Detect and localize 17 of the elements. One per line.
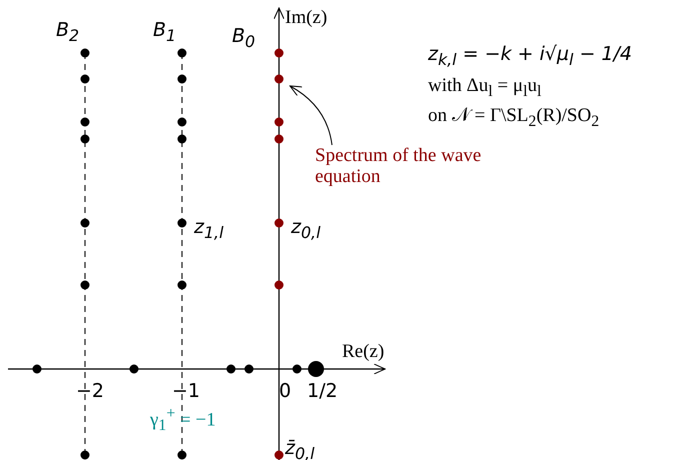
formula-text: on 𝒩 = Γ\SL$_{2}$(R)/SO$_{2}$ [428,106,600,130]
point-label: z$_{1,l}$ [194,217,224,242]
formula-text: z$_{k,l}$ = −k + i√μ$_{l}$ − 1/4 [428,44,632,68]
formula-text: with Δu$_{l}$ = μ$_{l}$u$_{l}$ [428,76,542,100]
tick-label: 0 [279,381,292,402]
band-label: B$_{1}$ [153,20,176,44]
spectrum-point [274,74,284,84]
point-label: z$_{0,l}$ [291,217,320,242]
annotation-text: Spectrum of the wave equation [315,146,530,188]
tick-label: −2 [76,381,104,402]
band-label: B$_{0}$ [232,26,256,50]
band-label: B$_{2}$ [56,20,80,44]
axis-label: Re(z) [342,342,384,363]
tick-label: −1 [172,381,200,402]
axis-label: Im(z) [285,8,328,29]
leader-arrow [290,86,332,146]
tick-label: 1/2 [307,381,338,402]
